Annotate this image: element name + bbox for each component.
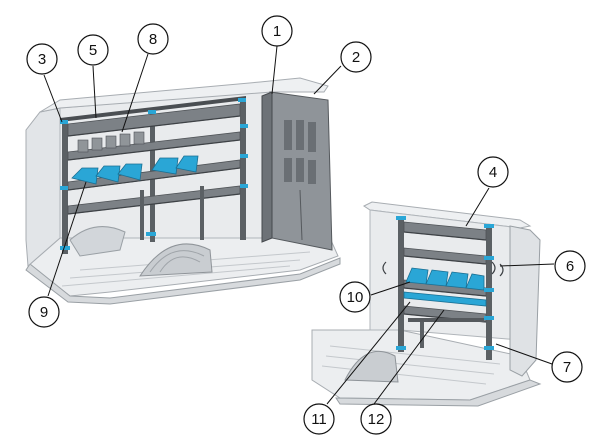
callout-8: 8 [137,23,169,55]
van-left-wall [25,107,61,268]
callout-label: 1 [273,23,281,40]
callout-9: 9 [28,296,60,328]
detail-floor-ribs [321,345,501,385]
callout-1: 1 [261,15,293,47]
partition [261,91,333,251]
callout-12: 12 [360,403,392,435]
van-main-view [25,77,341,305]
wheel-arch-ribs [149,250,205,273]
detail-sill [335,379,542,407]
detail-blue-tray [403,291,487,307]
callout-6: 6 [554,250,586,282]
blue-brackets [60,98,248,250]
callout-2: 2 [340,41,372,73]
van-sill [25,257,341,305]
callout-label: 4 [489,164,497,181]
callout-label: 11 [311,411,327,428]
callout-label: 7 [563,359,571,376]
left-wheel-well [69,226,126,257]
leader-lines [43,45,555,405]
callout-4: 4 [477,156,509,188]
blue-bins [71,155,199,185]
callout-label: 10 [347,289,364,306]
callout-label: 12 [368,411,385,428]
detail-wheel-arch [344,351,399,383]
callout-10: 10 [339,281,371,313]
van-roof [39,77,329,113]
van-detail-view [311,201,542,407]
detail-blue-bins [405,267,485,291]
callout-3: 3 [26,43,58,75]
callout-11: 11 [303,403,335,435]
shelving-unit-main [60,96,248,254]
callout-label: 8 [149,31,157,48]
detail-hooks [382,261,504,277]
divider-tray [77,131,145,153]
detail-blue-brackets [396,216,494,350]
callout-label: 9 [40,304,48,321]
callout-5: 5 [77,34,109,66]
callout-label: 2 [352,49,360,66]
callout-label: 3 [38,51,46,68]
callout-label: 5 [89,42,97,59]
partition-vents [284,120,316,184]
callout-label: 6 [566,258,574,275]
detail-door-frame [509,225,541,377]
callout-7: 7 [551,351,583,383]
